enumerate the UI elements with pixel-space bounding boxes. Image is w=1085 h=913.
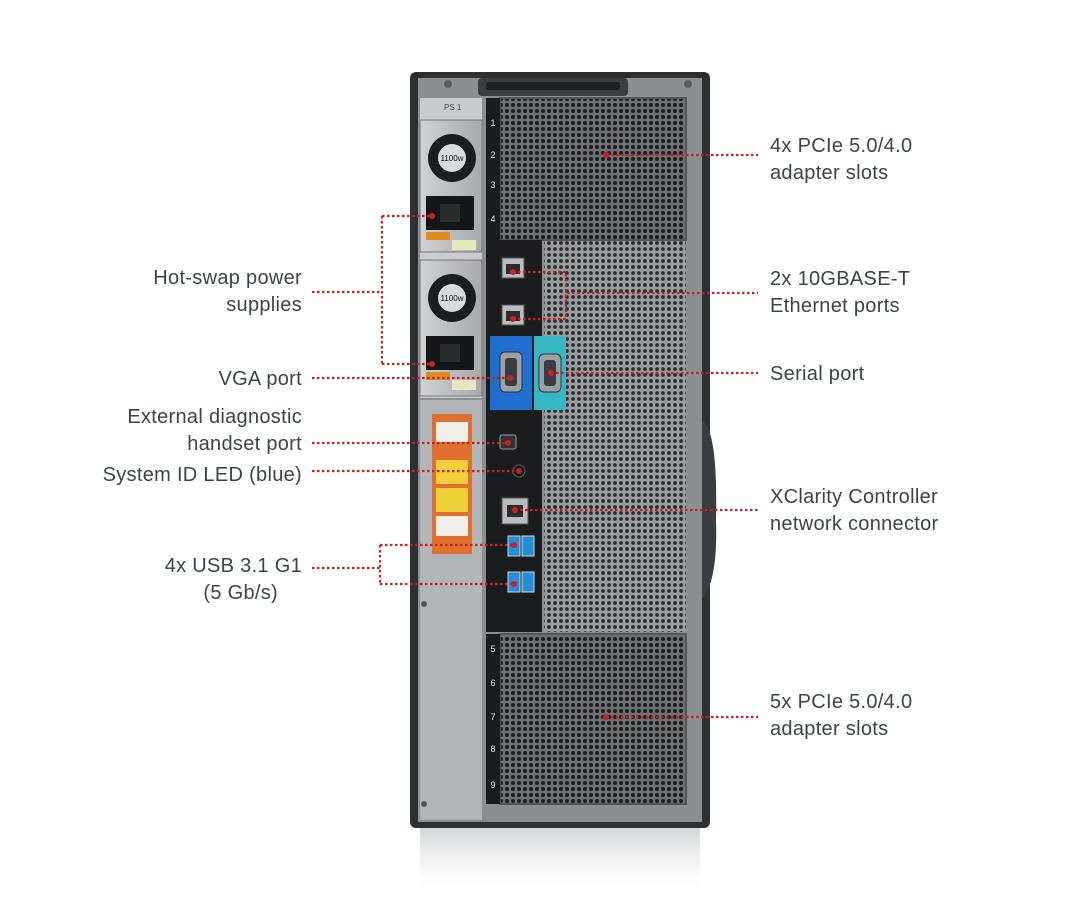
label-ethernet: 2x 10GBASE-T Ethernet ports (770, 268, 911, 317)
label-usb: 4x USB 3.1 G1 (5 Gb/s) (164, 555, 302, 604)
usb-port-4[interactable] (521, 571, 535, 593)
psu-bay-label: PS 1 (444, 103, 462, 112)
psu-1[interactable]: 1100w (419, 119, 483, 253)
label-serial: Serial port (770, 363, 865, 385)
callout-anchor-dots (429, 152, 609, 720)
pcie-slot-bay-bottom (486, 633, 687, 805)
callout-line-ethernet (513, 270, 758, 321)
psu-2-rating: 1100w (441, 294, 464, 303)
callout-lines (312, 153, 758, 719)
label-xcc: XClarity Controller network connector (770, 486, 939, 535)
slot-number-6: 6 (490, 678, 495, 688)
slot-numbers: 1 2 3 4 5 6 7 8 9 (490, 118, 495, 790)
psu-1-rating: 1100w (441, 154, 464, 163)
psu-2[interactable]: 1100w (419, 259, 483, 397)
slot-number-8: 8 (490, 744, 495, 754)
rear-vent-mesh (544, 240, 686, 632)
label-psu: Hot-swap power supplies (153, 267, 302, 316)
label-pcie-bottom: 5x PCIe 5.0/4.0 adapter slots (770, 691, 913, 740)
slot-number-3: 3 (490, 180, 495, 190)
slot-number-9: 9 (490, 780, 495, 790)
left-lower-panel (420, 400, 482, 820)
label-vga: VGA port (218, 368, 302, 390)
slot-number-7: 7 (490, 712, 495, 722)
psu-bay: PS 1 1100w 1100w (419, 98, 483, 398)
usb-port-2[interactable] (521, 535, 535, 557)
slot-number-2: 2 (490, 150, 495, 160)
floor-shadow (420, 828, 700, 898)
slot-number-1: 1 (490, 118, 495, 128)
label-sysid: System ID LED (blue) (102, 464, 302, 486)
label-pcie-top: 4x PCIe 5.0/4.0 adapter slots (770, 135, 913, 184)
callout-line-psu (312, 214, 432, 366)
slot-number-4: 4 (490, 214, 495, 224)
slot-number-5: 5 (490, 644, 495, 654)
label-diag: External diagnostic handset port (127, 406, 302, 455)
pcie-slot-bay-top (486, 97, 687, 241)
